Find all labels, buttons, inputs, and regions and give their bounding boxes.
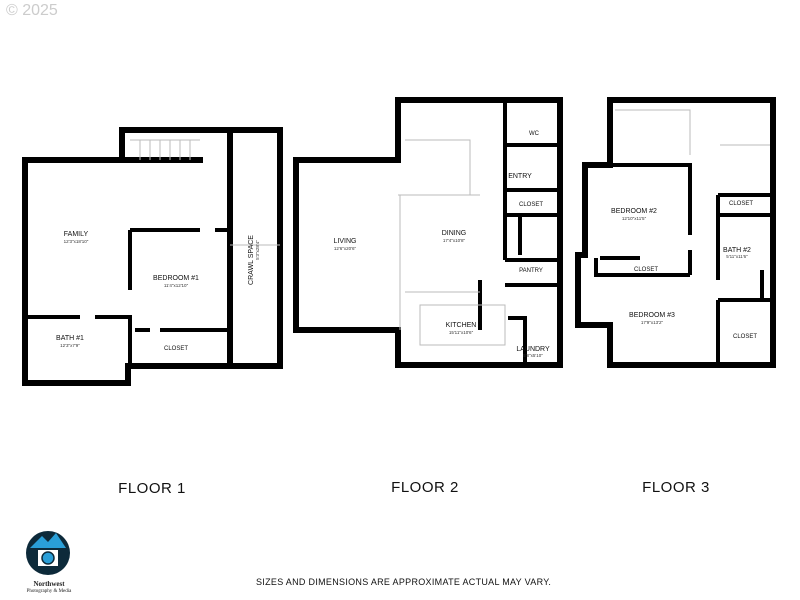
floor-3-plan: BEDROOM #2 12'10"x11'5" BEDROOM #3 17'9"… — [575, 97, 776, 496]
room-label: CRAWL SPACE — [248, 235, 255, 285]
room-label: DINING — [442, 230, 467, 237]
room-dims: 5'8"x5'10" — [523, 353, 543, 358]
company-logo — [26, 531, 70, 575]
floor-1-plan: FAMILY 12'3"x18'10" BEDROOM #1 11'4"x12'… — [22, 127, 283, 497]
room-label: BEDROOM #1 — [153, 275, 199, 282]
room-dims: 12'10"x11'5" — [622, 216, 647, 221]
room-label: CLOSET — [733, 334, 757, 340]
floor-2-label: FLOOR 2 — [391, 479, 459, 496]
room-dims: 12'3"x18'10" — [64, 239, 89, 244]
room-dims: 11'4"x12'10" — [164, 283, 189, 288]
room-label: BEDROOM #2 — [611, 208, 657, 215]
logo-text-line2: Photography & Media — [26, 589, 72, 594]
room-dims: 17'4"x10'8" — [443, 238, 466, 243]
room-dims: 5'3"x28'4" — [255, 240, 260, 260]
room-dims: 12'3"x7'9" — [60, 343, 80, 348]
room-label: LIVING — [334, 238, 357, 245]
room-label: BEDROOM #3 — [629, 312, 675, 319]
room-dims: 17'9"x13'2" — [641, 320, 664, 325]
disclaimer: SIZES AND DIMENSIONS ARE APPROXIMATE ACT… — [256, 577, 552, 587]
room-dims: 12'6"x20'6" — [334, 246, 357, 251]
floor-3-label: FLOOR 3 — [642, 479, 710, 496]
room-dims: 15'11"x10'6" — [449, 330, 474, 335]
room-label: CLOSET — [634, 267, 658, 273]
room-label: KITCHEN — [446, 322, 477, 329]
room-label: CLOSET — [164, 346, 188, 352]
floor-1-label: FLOOR 1 — [118, 480, 186, 497]
logo-text-line1: Northwest — [33, 580, 65, 588]
room-label: CLOSET — [729, 201, 753, 207]
room-label: FAMILY — [64, 231, 89, 238]
room-label: ENTRY — [508, 173, 532, 180]
room-label: LAUNDRY — [516, 346, 550, 353]
room-label: CLOSET — [519, 202, 543, 208]
room-label: WC — [529, 131, 540, 137]
room-label: PANTRY — [519, 268, 543, 274]
copyright-watermark: © 2025 — [6, 2, 58, 19]
room-dims: 5'11"x11'6" — [726, 254, 748, 259]
floor-2-plan: LIVING 12'6"x20'6" DINING 17'4"x10'8" KI… — [293, 97, 563, 496]
room-label: BATH #2 — [723, 247, 751, 254]
room-label: BATH #1 — [56, 335, 84, 342]
